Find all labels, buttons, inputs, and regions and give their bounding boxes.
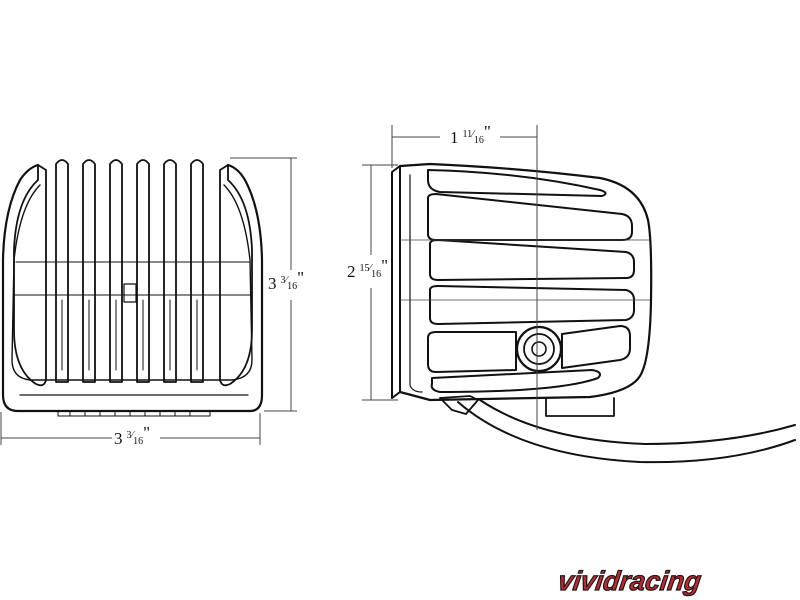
side-louver — [429, 239, 635, 281]
side-inner-outline — [409, 174, 423, 393]
side-louver — [427, 193, 633, 241]
side-dimension-lines — [362, 125, 650, 430]
front-bottom-vents — [57, 410, 211, 417]
front-cooling-fin — [190, 159, 204, 383]
side-louver — [427, 169, 607, 197]
side-louver — [430, 369, 601, 393]
front-housing-outline — [1, 163, 264, 413]
vividracing-watermark: vividracing — [556, 565, 704, 597]
front-cooling-fin — [82, 159, 96, 383]
watermark-text: vividracing — [556, 565, 703, 596]
front-center-mount — [123, 283, 137, 303]
front-cooling-fin — [163, 159, 177, 383]
side-louver — [427, 331, 517, 373]
side-louver — [429, 285, 635, 325]
front-dimension-lines — [0, 157, 297, 445]
side-bracket — [545, 397, 615, 417]
side-louver — [561, 325, 631, 369]
front-cooling-fin — [109, 159, 123, 383]
side-mount-plate — [391, 165, 401, 399]
side-breather-knob-mid — [523, 333, 555, 365]
side-power-cable — [457, 401, 796, 464]
side-housing-outline — [398, 162, 653, 402]
side-view — [391, 162, 796, 464]
front-right-wing — [219, 164, 253, 387]
front-view — [1, 159, 264, 417]
side-power-cable — [479, 399, 796, 445]
side-cable-gland — [439, 395, 479, 415]
front-cooling-fin — [55, 159, 69, 383]
front-cooling-fin — [136, 159, 150, 383]
side-breather-knob-inner — [531, 341, 547, 357]
front-left-wing — [13, 164, 47, 387]
side-breather-knob-outer — [515, 325, 563, 373]
front-inner-shroud — [11, 184, 253, 381]
